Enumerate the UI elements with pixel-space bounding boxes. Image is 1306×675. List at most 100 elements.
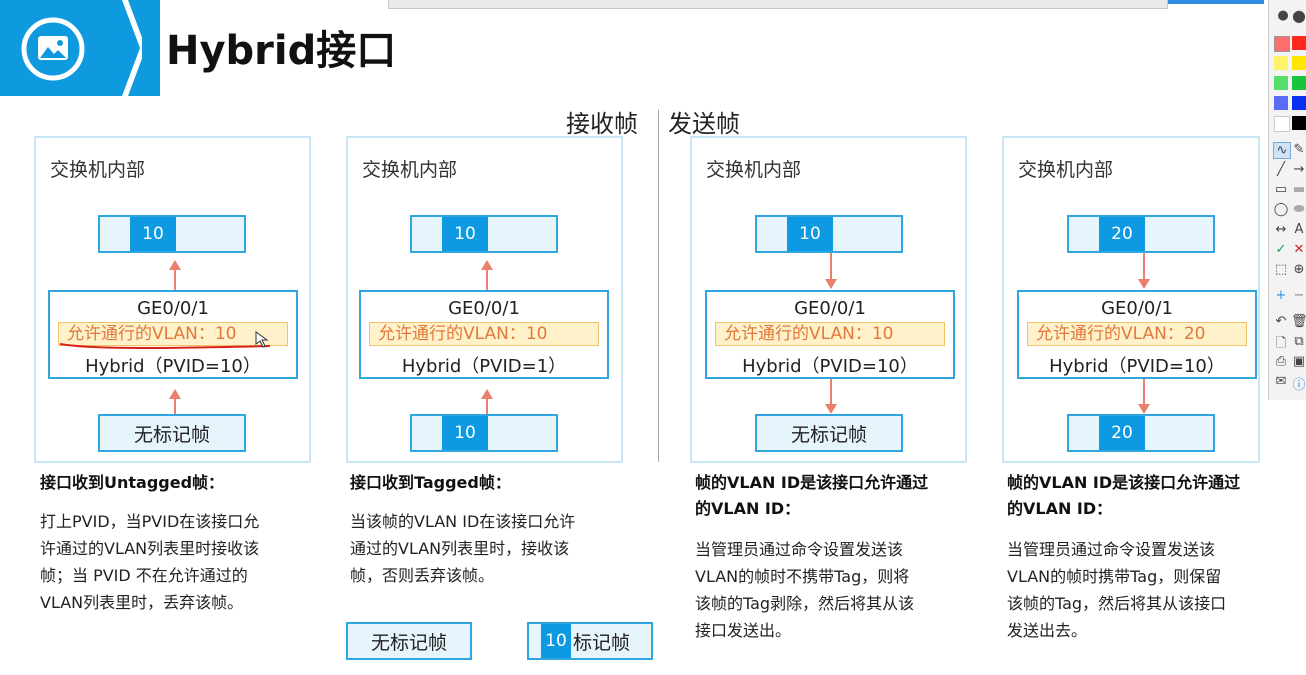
tagged-frame: 10 bbox=[755, 215, 903, 253]
line-icon[interactable]: ╱ bbox=[1277, 162, 1285, 177]
color-swatch-light-blue[interactable] bbox=[1274, 96, 1288, 110]
cross-icon[interactable]: ✕ bbox=[1293, 242, 1305, 257]
allowed-vlan: 允许通行的VLAN：10 bbox=[715, 322, 945, 346]
color-swatch-blue[interactable] bbox=[1292, 96, 1306, 110]
plus-icon[interactable]: + bbox=[1275, 288, 1287, 303]
send-label: 发送帧 bbox=[668, 110, 740, 138]
arrow-icon[interactable]: → bbox=[1293, 162, 1305, 177]
port-name: GE0/0/1 bbox=[137, 298, 209, 319]
untagged-frame: 无标记帧 bbox=[755, 414, 903, 452]
panel-heading: 接口收到Untagged帧： bbox=[40, 473, 225, 492]
switch-panel-4 bbox=[1002, 136, 1260, 463]
arrow-up bbox=[486, 397, 488, 415]
tagged-frame: 20 bbox=[1067, 414, 1215, 452]
ellipse-icon[interactable]: ◯ bbox=[1273, 202, 1289, 217]
color-swatch-yellow[interactable] bbox=[1292, 56, 1306, 70]
port-name: GE0/0/1 bbox=[448, 298, 520, 319]
color-swatch-light-yellow[interactable] bbox=[1274, 56, 1288, 70]
port-mode: Hybrid（PVID=10） bbox=[742, 356, 918, 377]
arrow-up bbox=[486, 268, 488, 290]
print-icon[interactable]: ⎙ bbox=[1275, 354, 1287, 369]
panel-description: 打上PVID，当PVID在该接口允 许通过的VLAN列表里时接收该 帧；当 PV… bbox=[40, 512, 260, 612]
color-swatch-green[interactable] bbox=[1292, 76, 1306, 90]
port-name: GE0/0/1 bbox=[794, 298, 866, 319]
page-title: Hybrid接口 bbox=[166, 28, 397, 74]
untagged-frame: 无标记帧 bbox=[98, 414, 246, 452]
section-divider bbox=[658, 110, 659, 462]
filled-rectangle-icon[interactable]: ▬ bbox=[1292, 182, 1306, 197]
dot-large-icon[interactable]: ● bbox=[1292, 6, 1306, 25]
arrow-down bbox=[830, 379, 832, 405]
image-icon bbox=[16, 12, 90, 86]
port-name: GE0/0/1 bbox=[1101, 298, 1173, 319]
legend-untagged-frame: 无标记帧 bbox=[346, 622, 472, 660]
tagged-frame: 10 bbox=[98, 215, 246, 253]
header-chevron bbox=[112, 0, 142, 96]
arrow-head bbox=[1138, 404, 1150, 414]
switch-panel-2 bbox=[346, 136, 623, 463]
text-icon[interactable]: A bbox=[1294, 222, 1304, 237]
rectangle-icon[interactable]: ▭ bbox=[1274, 182, 1288, 197]
vlan-tag: 10 bbox=[541, 624, 571, 658]
color-swatch-white[interactable] bbox=[1274, 116, 1290, 132]
dot-small-icon[interactable]: ● bbox=[1277, 8, 1289, 23]
zoom-icon[interactable]: ⊕ bbox=[1293, 262, 1305, 277]
switch-panel-3 bbox=[690, 136, 967, 463]
annotation-toolbar: ● ● ∿ ✎ ╱ → ▭ ▬ ◯ ⬬ ↔ A ✓ ✕ ⬚ ⊕ + − ↶ 🗑 … bbox=[1268, 0, 1306, 400]
arrow-up bbox=[174, 268, 176, 290]
top-accent bbox=[1168, 0, 1264, 4]
pencil-icon[interactable]: ✎ bbox=[1293, 142, 1305, 157]
arrow-head bbox=[1138, 279, 1150, 289]
allowed-vlan: 允许通行的VLAN：10 bbox=[58, 322, 288, 346]
check-icon[interactable]: ✓ bbox=[1275, 242, 1287, 257]
vlan-tag: 20 bbox=[1099, 416, 1145, 450]
pen-icon[interactable]: ∿ bbox=[1273, 142, 1291, 159]
arrow-up bbox=[174, 397, 176, 415]
copy-icon[interactable]: ⧉ bbox=[1294, 334, 1304, 349]
color-swatch-light-green[interactable] bbox=[1274, 76, 1288, 90]
select-icon[interactable]: ⬚ bbox=[1274, 262, 1288, 277]
arrow-down bbox=[1143, 253, 1145, 279]
receive-label: 接收帧 bbox=[566, 110, 638, 138]
panel-title: 交换机内部 bbox=[50, 159, 146, 181]
tagged-frame: 10 bbox=[410, 414, 558, 452]
info-icon[interactable]: ⓘ bbox=[1292, 378, 1306, 393]
tagged-frame: 20 bbox=[1067, 215, 1215, 253]
legend-tagged-label: 标记帧 bbox=[573, 631, 631, 654]
new-page-icon[interactable]: 🗋 bbox=[1275, 336, 1287, 351]
double-arrow-icon[interactable]: ↔ bbox=[1275, 222, 1287, 237]
mail-icon[interactable]: ✉ bbox=[1275, 374, 1287, 389]
port-mode: Hybrid（PVID=10） bbox=[1049, 356, 1225, 377]
panel-description: 当管理员通过命令设置发送该 VLAN的帧时携带Tag，则保留 该帧的Tag，然后… bbox=[1007, 540, 1227, 640]
undo-icon[interactable]: ↶ bbox=[1275, 314, 1287, 329]
color-swatch-black[interactable] bbox=[1292, 116, 1306, 130]
port-mode: Hybrid（PVID=10） bbox=[85, 356, 261, 377]
arrow-head bbox=[825, 279, 837, 289]
panel-heading: 帧的VLAN ID是该接口允许通过 的VLAN ID： bbox=[1007, 473, 1241, 518]
color-swatch-red[interactable] bbox=[1292, 36, 1306, 50]
window-top-bar bbox=[388, 0, 1168, 9]
vlan-tag: 10 bbox=[442, 416, 488, 450]
port-box: GE0/0/1 允许通行的VLAN：10 Hybrid（PVID=10） bbox=[48, 290, 298, 379]
port-box: GE0/0/1 允许通行的VLAN：10 Hybrid（PVID=1） bbox=[359, 290, 609, 379]
panel-description: 当管理员通过命令设置发送该 VLAN的帧时不携带Tag，则将 该帧的Tag剥除，… bbox=[695, 540, 915, 640]
panel-heading: 帧的VLAN ID是该接口允许通过 的VLAN ID： bbox=[695, 473, 929, 518]
port-box: GE0/0/1 允许通行的VLAN：10 Hybrid（PVID=10） bbox=[705, 290, 955, 379]
panel-description: 当该帧的VLAN ID在该接口允许 通过的VLAN列表里时，接收该 帧，否则丢弃… bbox=[350, 512, 576, 585]
vlan-tag: 10 bbox=[442, 217, 488, 251]
tagged-frame: 10 bbox=[410, 215, 558, 253]
save-icon[interactable]: ▣ bbox=[1292, 354, 1306, 369]
switch-panel-1 bbox=[34, 136, 311, 463]
allowed-vlan: 允许通行的VLAN：20 bbox=[1027, 322, 1247, 346]
panel-title: 交换机内部 bbox=[706, 159, 802, 181]
vlan-tag: 10 bbox=[787, 217, 833, 251]
color-swatch-light-red[interactable] bbox=[1274, 36, 1290, 52]
arrow-head bbox=[481, 260, 493, 270]
filled-ellipse-icon[interactable]: ⬬ bbox=[1293, 202, 1305, 217]
delete-icon[interactable]: 🗑 bbox=[1291, 314, 1306, 329]
arrow-head bbox=[169, 260, 181, 270]
arrow-head bbox=[825, 404, 837, 414]
minus-icon[interactable]: − bbox=[1293, 288, 1305, 303]
port-mode: Hybrid（PVID=1） bbox=[401, 356, 567, 377]
arrow-down bbox=[1143, 379, 1145, 405]
